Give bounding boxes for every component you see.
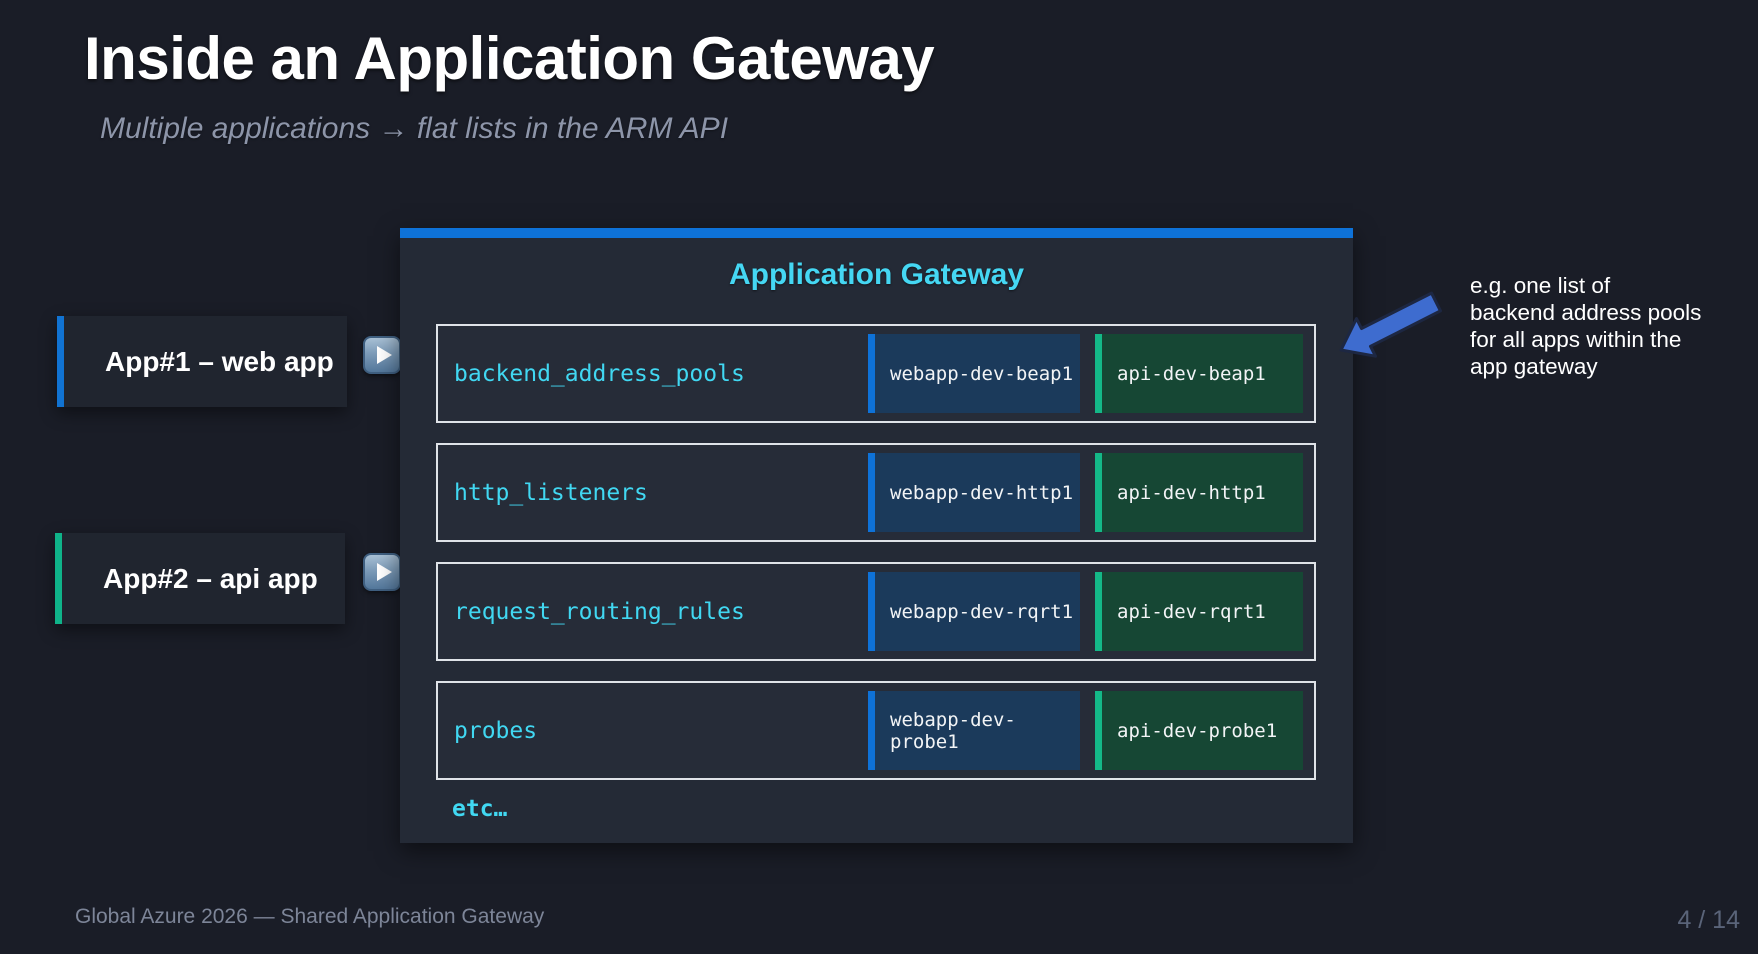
web-chip: webapp-dev-beap1 (868, 334, 1080, 413)
row-label: http_listeners (454, 479, 648, 506)
api-chip: api-dev-http1 (1095, 453, 1303, 532)
gateway-rows: backend_address_pools webapp-dev-beap1 a… (436, 324, 1316, 800)
etc-label: etc… (452, 796, 508, 822)
api-chip: api-dev-rqrt1 (1095, 572, 1303, 651)
play-icon[interactable] (363, 336, 401, 374)
row-label: request_routing_rules (454, 598, 745, 625)
table-row: probes webapp-dev-probe1 api-dev-probe1 (436, 681, 1316, 780)
down-left-arrow-icon (1339, 291, 1442, 358)
api-chip: api-dev-beap1 (1095, 334, 1303, 413)
annotation-line: app gateway (1470, 354, 1598, 379)
annotation-line: for all apps within the (1470, 327, 1682, 352)
app1-accent-bar (57, 316, 64, 407)
panel-top-accent-bar (400, 228, 1353, 238)
app2-accent-bar (55, 533, 62, 624)
row-label: probes (454, 717, 538, 744)
table-row: request_routing_rules webapp-dev-rqrt1 a… (436, 562, 1316, 661)
app1-card: App#1 – web app (57, 316, 347, 407)
play-triangle-icon (376, 346, 392, 364)
page-number: 4 / 14 (1677, 906, 1740, 934)
footer-text: Global Azure 2026 — Shared Application G… (75, 905, 545, 928)
application-gateway-panel: Application Gateway backend_address_pool… (400, 228, 1353, 843)
annotation-note: e.g. one list of backend address pools f… (1470, 272, 1730, 380)
table-row: backend_address_pools webapp-dev-beap1 a… (436, 324, 1316, 423)
annotation-line: e.g. one list of (1470, 273, 1611, 298)
app2-card: App#2 – api app (55, 533, 345, 624)
panel-title: Application Gateway (728, 258, 1025, 291)
api-chip: api-dev-probe1 (1095, 691, 1303, 770)
play-icon[interactable] (363, 553, 401, 591)
app2-label: App#2 – api app (103, 562, 318, 594)
table-row: http_listeners webapp-dev-http1 api-dev-… (436, 443, 1316, 542)
web-chip: webapp-dev-probe1 (868, 691, 1080, 770)
app1-label: App#1 – web app (105, 345, 334, 377)
row-label: backend_address_pools (454, 360, 745, 387)
page-title: Inside an Application Gateway (84, 25, 935, 92)
web-chip: webapp-dev-rqrt1 (868, 572, 1080, 651)
annotation-line: backend address pools (1470, 300, 1702, 325)
page-subtitle: Multiple applications → flat lists in th… (100, 112, 729, 145)
play-triangle-icon (376, 563, 392, 581)
web-chip: webapp-dev-http1 (868, 453, 1080, 532)
